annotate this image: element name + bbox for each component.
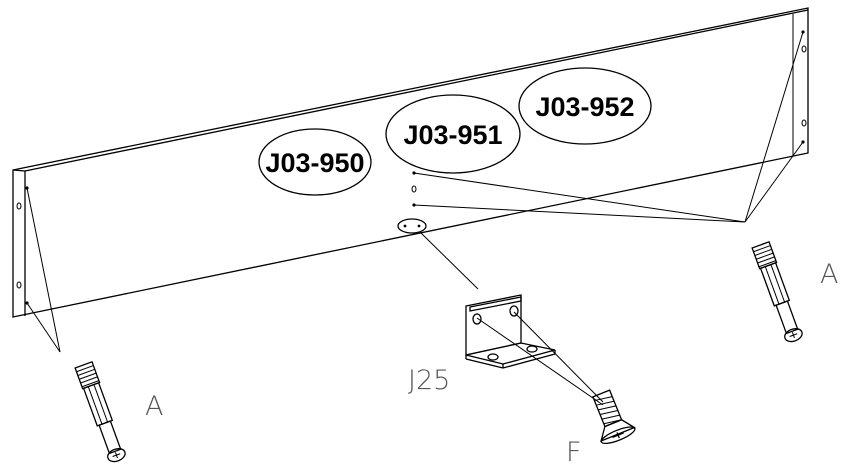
part-label-j25: J25 — [408, 365, 450, 396]
part-label-f: F — [566, 437, 582, 468]
dowel-left-icon — [74, 360, 126, 463]
bracket-j25-icon — [465, 294, 556, 369]
dowel-right-icon — [751, 240, 803, 343]
screw-icon — [592, 389, 636, 445]
code-label: J03-952 — [535, 92, 634, 122]
code-oval-j03-951: J03-951 — [385, 94, 521, 174]
code-oval-j03-950: J03-950 — [258, 128, 372, 196]
part-label-a-left: A — [145, 391, 163, 422]
panel-board — [12, 7, 809, 318]
panel-holes — [16, 30, 807, 305]
code-oval-j03-952: J03-952 — [518, 67, 652, 145]
part-label-a-right: A — [820, 259, 838, 290]
code-label: J03-951 — [403, 120, 502, 150]
leader-lines — [26, 31, 804, 406]
code-label: J03-950 — [265, 148, 364, 178]
